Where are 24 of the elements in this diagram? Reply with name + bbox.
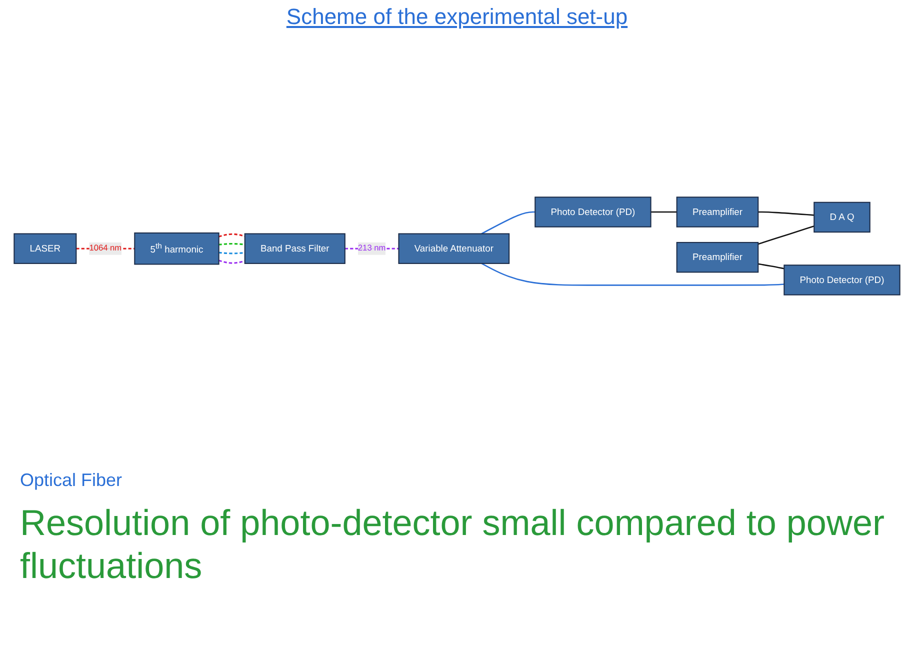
note-text: Resolution of photo-detector small compared to power fluctuations xyxy=(20,501,886,588)
node-box: D A Q xyxy=(814,202,870,233)
node-box: Photo Detector (PD) xyxy=(784,264,900,296)
node-box: Band Pass Filter xyxy=(244,233,346,264)
node-box: Photo Detector (PD) xyxy=(534,196,652,228)
connector xyxy=(481,262,784,286)
edge-label: 213 nm xyxy=(358,244,386,253)
connector xyxy=(481,211,536,234)
connector xyxy=(218,252,245,254)
connector xyxy=(758,263,784,270)
node-box: 5$^{th}$ harmonic xyxy=(134,232,220,265)
edge-label: 1064 nm xyxy=(89,244,122,253)
connector xyxy=(758,211,814,216)
connector xyxy=(218,243,245,246)
connector xyxy=(758,226,814,245)
fiber-label: Optical Fiber xyxy=(20,470,124,491)
diagram-title: Scheme of the experimental set-up xyxy=(285,4,629,30)
connector xyxy=(218,233,246,238)
node-box: Preamplifier xyxy=(676,196,759,228)
connector xyxy=(650,211,677,213)
node-box: Variable Attenuator xyxy=(398,233,510,264)
node-box: LASER xyxy=(14,233,77,264)
connector xyxy=(218,260,246,264)
node-box: Preamplifier xyxy=(676,242,759,273)
